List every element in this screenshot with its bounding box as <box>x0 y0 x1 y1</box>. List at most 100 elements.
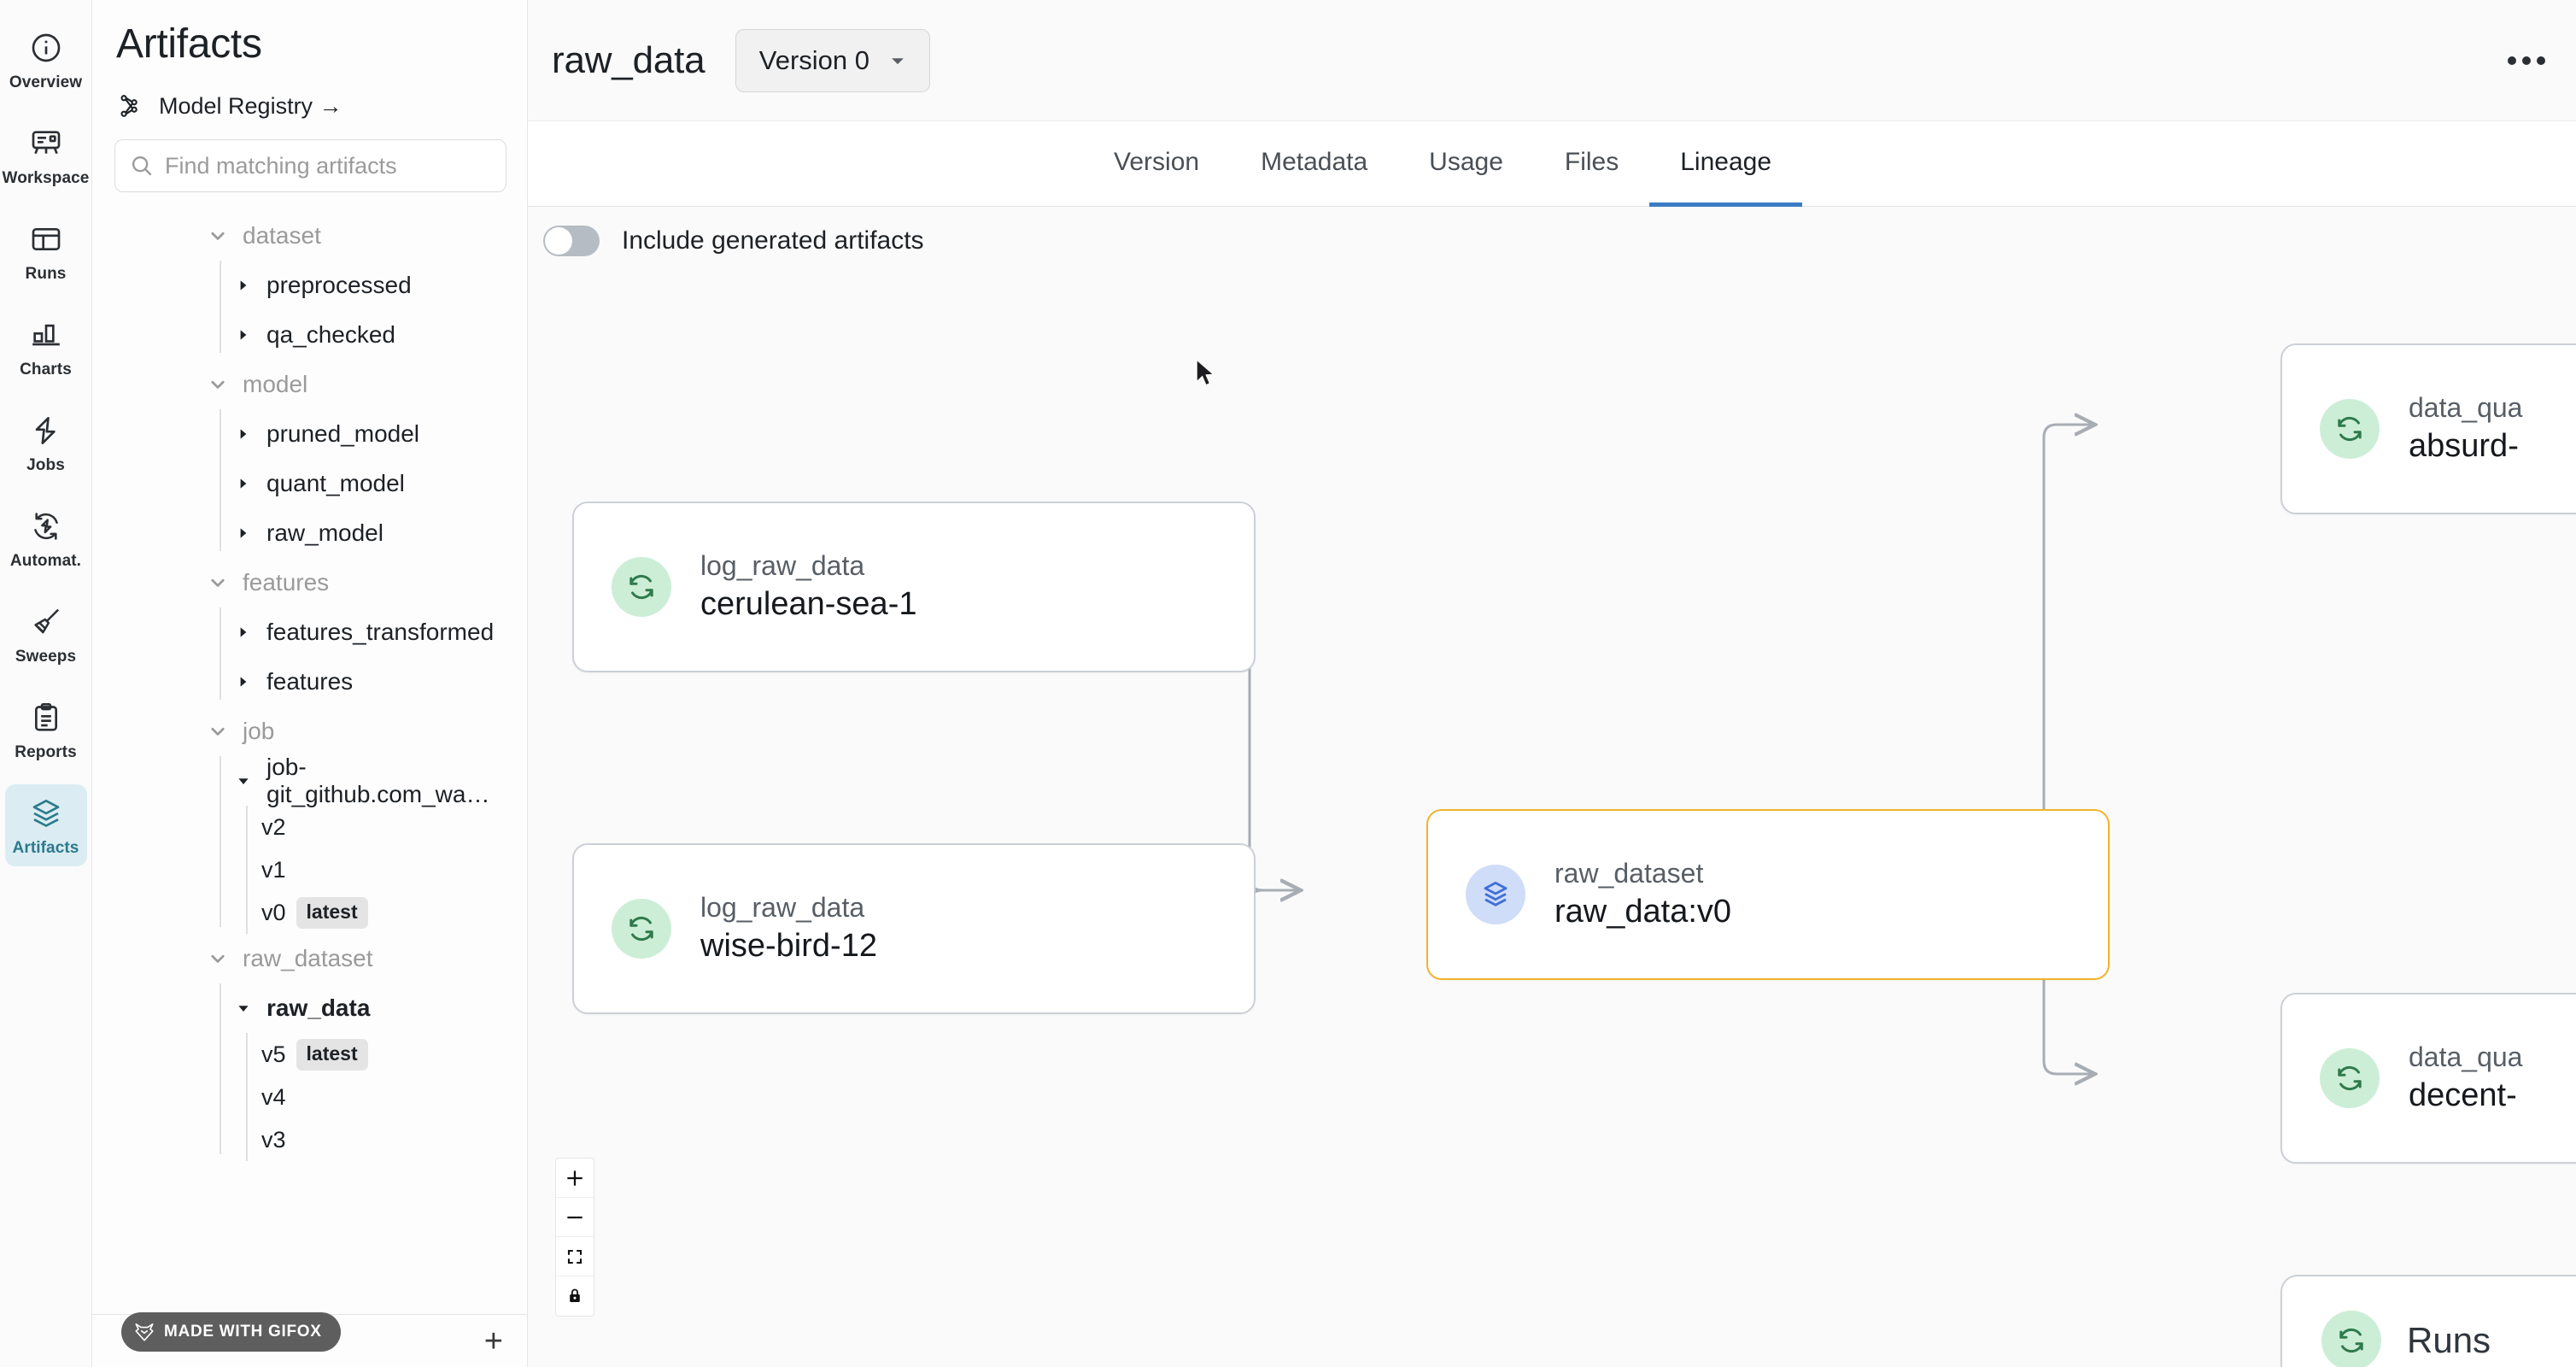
node-subtitle: log_raw_data <box>700 550 865 582</box>
include-generated-artifacts-toggle[interactable] <box>543 226 600 256</box>
tree-group-children: features_transformed features <box>92 607 527 707</box>
node-subtitle: log_raw_data <box>700 892 865 924</box>
sidebar-item-workspace[interactable]: Workspace <box>3 114 89 197</box>
run-icon <box>2321 1311 2381 1367</box>
tree-group-label: features <box>243 569 330 595</box>
tab-usage[interactable]: Usage <box>1429 147 1503 176</box>
version-select[interactable]: Version 0 <box>735 28 931 92</box>
sidebar-item-jobs[interactable]: Jobs <box>5 402 87 484</box>
tree-group-header[interactable]: model <box>92 360 527 409</box>
include-generated-artifacts-label: Include generated artifacts <box>622 226 924 255</box>
workspace-icon <box>29 126 63 161</box>
zoom-out-icon[interactable] <box>556 1198 594 1237</box>
tree-item-label: raw_data <box>266 994 371 1021</box>
tree-item-raw_model[interactable]: raw_model <box>92 508 527 558</box>
chevron-down-icon <box>208 573 227 592</box>
sidebar-item-sweeps[interactable]: Sweeps <box>5 593 87 675</box>
lineage-canvas[interactable]: Include generated artifacts <box>528 207 2576 1367</box>
tree-item-label: quant_model <box>266 470 405 496</box>
caret-right-icon <box>236 476 251 491</box>
node-text: raw_dataset raw_data:v0 <box>1554 856 1731 933</box>
tree-item-quant_model[interactable]: quant_model <box>92 459 527 508</box>
sidebar-item-charts[interactable]: Charts <box>5 306 87 388</box>
lineage-node-run[interactable]: data_qua absurd- <box>2280 343 2576 514</box>
tree-item-raw_data[interactable]: raw_data <box>92 983 527 1033</box>
sidebar-item-runs[interactable]: Runs <box>5 210 87 292</box>
fit-view-icon[interactable] <box>556 1237 594 1276</box>
lock-view-icon[interactable] <box>556 1276 594 1316</box>
search-icon <box>129 153 155 179</box>
tree-group-header[interactable]: raw_dataset <box>92 934 527 983</box>
add-artifact-button[interactable]: + <box>483 1323 503 1359</box>
lineage-node-run[interactable]: log_raw_data wise-bird-12 <box>572 843 1256 1014</box>
sidebar-item-label: Reports <box>15 743 77 761</box>
model-registry-icon <box>118 91 147 120</box>
artifact-search-box[interactable] <box>114 139 506 192</box>
version-label: v0 <box>261 899 286 925</box>
sidebar-item-label: Runs <box>25 265 67 283</box>
sidebar-item-artifacts[interactable]: Artifacts <box>4 784 87 866</box>
run-icon <box>2320 1048 2380 1108</box>
tab-version[interactable]: Version <box>1114 147 1200 176</box>
tree-item-jobgit_githubcom_wa[interactable]: job-git_github.com_wa… <box>92 754 527 807</box>
lineage-node-artifact-selected[interactable]: raw_dataset raw_data:v0 <box>1426 809 2110 980</box>
search-input[interactable] <box>165 152 492 179</box>
tree-group-header[interactable]: job <box>92 707 527 756</box>
runs-panel[interactable]: Runs Search Ru <box>2280 1275 2576 1367</box>
sidebar-item-overview[interactable]: Overview <box>5 19 87 101</box>
tab-files[interactable]: Files <box>1564 147 1619 176</box>
tab-lineage[interactable]: Lineage <box>1649 121 1803 207</box>
sidebar-item-label: Jobs <box>26 456 65 474</box>
tree-item-label: job-git_github.com_wa… <box>266 754 490 807</box>
broom-icon <box>29 605 63 639</box>
version-row[interactable]: v3 <box>92 1118 527 1161</box>
lineage-edges <box>1194 207 2576 1367</box>
tab-metadata[interactable]: Metadata <box>1261 147 1368 176</box>
chevron-down-icon <box>208 375 227 394</box>
bolt-icon <box>29 414 63 448</box>
node-text: log_raw_data cerulean-sea-1 <box>700 549 916 625</box>
tree-item-label: features_transformed <box>266 619 495 645</box>
node-title: decent- <box>2409 1077 2517 1114</box>
tree-item-preprocessed[interactable]: preprocessed <box>92 261 527 310</box>
model-registry-link[interactable]: Model Registry → <box>92 67 527 120</box>
sidebar-item-reports[interactable]: Reports <box>5 689 87 771</box>
caret-right-icon <box>236 674 251 689</box>
fox-logo-icon <box>133 1321 155 1343</box>
version-row[interactable]: v4 <box>92 1076 527 1118</box>
zoom-in-icon[interactable] <box>556 1159 594 1198</box>
sidebar-item-automations[interactable]: Automat. <box>5 497 87 579</box>
tree-item-pruned_model[interactable]: pruned_model <box>92 409 527 459</box>
lineage-node-run[interactable]: log_raw_data cerulean-sea-1 <box>572 502 1256 672</box>
tree-item-qa_checked[interactable]: qa_checked <box>92 310 527 360</box>
node-text: log_raw_data wise-bird-12 <box>700 890 877 967</box>
artifacts-panel: Artifacts Model Registry → datasetprepro… <box>92 0 528 1367</box>
primary-nav-rail: Overview Workspace Runs <box>0 0 92 1367</box>
chevron-down-icon <box>208 949 227 968</box>
tree-item-features[interactable]: features <box>92 657 527 707</box>
include-generated-artifacts-row: Include generated artifacts <box>543 226 924 256</box>
node-text: data_qua decent- <box>2409 1040 2522 1117</box>
tree-group-header[interactable]: dataset <box>92 211 527 261</box>
version-row[interactable]: v2 <box>92 806 527 848</box>
tree-group-header[interactable]: features <box>92 558 527 607</box>
gifox-watermark: MADE WITH GIFOX <box>121 1312 341 1352</box>
version-row[interactable]: v1 <box>92 848 527 891</box>
automation-icon <box>29 509 63 543</box>
bar-chart-icon <box>29 318 63 352</box>
caret-down-icon <box>236 773 251 789</box>
tree-item-features_transformed[interactable]: features_transformed <box>92 607 527 657</box>
tree-group-label: job <box>243 718 275 744</box>
caret-right-icon <box>236 426 251 442</box>
more-options-button[interactable] <box>2508 56 2545 65</box>
chevron-down-icon <box>208 226 227 245</box>
lineage-node-run[interactable]: data_qua decent- <box>2280 993 2576 1164</box>
node-subtitle: data_qua <box>2409 1041 2523 1073</box>
tree-item-label: raw_model <box>266 519 383 546</box>
